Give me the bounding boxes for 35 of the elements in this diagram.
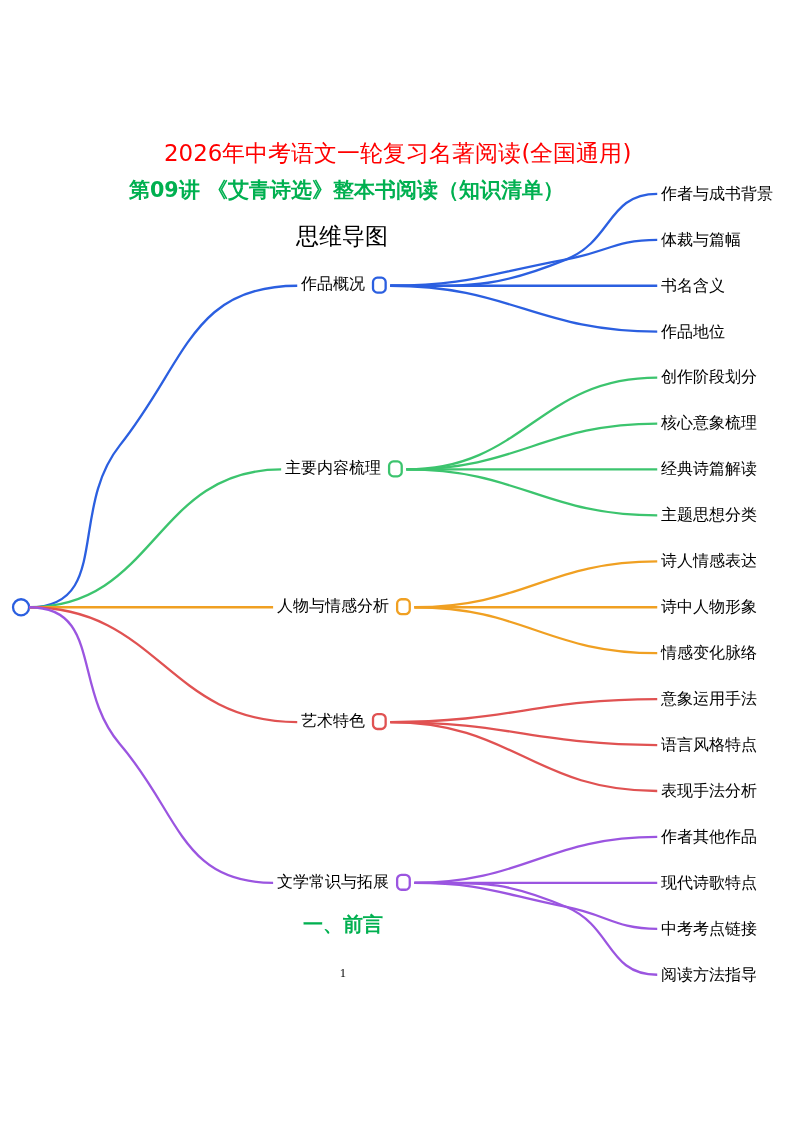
node-text: 作品地位 xyxy=(661,320,726,340)
label: 第09讲 《艾青诗选》整本书阅读（知识清单） xyxy=(128,177,564,202)
node-text: 主题思想分类 xyxy=(661,504,758,524)
node-text: 情感变化脉络 xyxy=(661,642,758,662)
node-text: 意象运用手法 xyxy=(661,688,758,708)
node-text: 书名含义 xyxy=(661,275,726,295)
node-text: 作者其他作品 xyxy=(661,826,758,846)
label: 1 xyxy=(339,965,347,980)
node-text: 作者与成书背景 xyxy=(661,183,774,203)
node-text: 现代诗歌特点 xyxy=(661,872,758,892)
connector xyxy=(406,467,658,517)
connector xyxy=(28,605,274,884)
label: 思维导图 xyxy=(296,222,389,249)
node-label: 艺术特色 xyxy=(300,710,365,730)
node-circle xyxy=(11,597,31,616)
node-text: 语言风格特点 xyxy=(661,734,758,754)
node-text: 诗中人物形象 xyxy=(661,596,758,616)
node-text: 诗人情感表达 xyxy=(661,550,758,570)
connector xyxy=(414,881,658,976)
node-label: 主要内容梳理 xyxy=(284,457,381,477)
node-text: 经典诗篇解读 xyxy=(661,458,758,478)
connector xyxy=(414,605,658,654)
node-text: 体裁与篇幅 xyxy=(661,229,742,249)
node-text: 阅读方法指导 xyxy=(661,964,758,984)
node-label: 文学常识与拓展 xyxy=(276,871,389,891)
connector xyxy=(390,720,658,792)
connector xyxy=(390,284,658,333)
node-text: 表现手法分析 xyxy=(661,780,758,800)
node-text: 创作阶段划分 xyxy=(661,366,758,386)
node-label: 人物与情感分析 xyxy=(276,595,389,615)
node-text: 核心意象梳理 xyxy=(661,412,758,432)
label: 一、前言 xyxy=(302,913,383,935)
diagram-title: 2026年中考语文一轮复习名著阅读(全国通用) xyxy=(164,139,632,166)
node-text: 中考考点链接 xyxy=(661,918,758,938)
node-label: 作品概况 xyxy=(300,273,365,293)
